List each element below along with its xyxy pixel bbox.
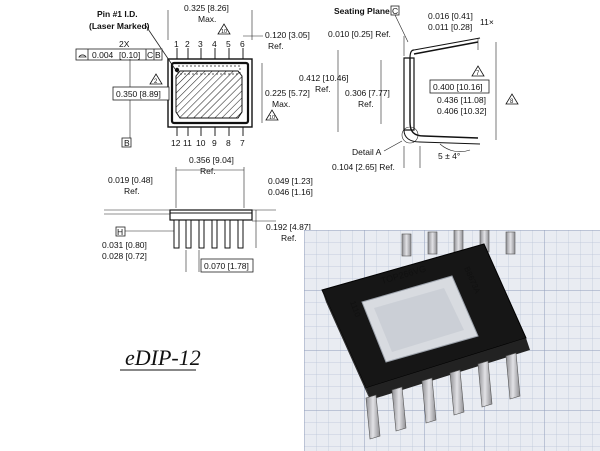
datum-h: H	[117, 227, 123, 237]
pin-number: 11	[183, 138, 192, 148]
pin1-id-label: Pin #1 I.D.	[97, 9, 138, 19]
dim-height-suffix: Ref.	[315, 84, 331, 94]
pin-number: 12	[171, 138, 181, 148]
end-dim-side2: 0.046 [1.16]	[268, 187, 313, 197]
dim-inner-suffix: Ref.	[358, 99, 374, 109]
note-triangle	[505, 93, 519, 105]
pin-number: 4	[212, 39, 217, 49]
dim-height: 0.412 [10.46]	[299, 73, 349, 83]
side-body	[403, 57, 415, 131]
dim-base: 0.104 [2.65] Ref.	[332, 162, 395, 172]
dim-lead-w2: 0.011 [0.28]	[428, 22, 472, 32]
chip-photo-svg: TOP266VG B8673A 1110	[304, 230, 600, 451]
dim-body: 0.225 [5.72]	[265, 88, 310, 98]
end-dim-side1: 0.049 [1.23]	[268, 176, 313, 186]
dim-lead-count: 11×	[480, 17, 494, 27]
die-pad	[175, 70, 243, 119]
dim-width: 0.325 [8.26]	[184, 3, 229, 13]
package-title: eDIP-12	[125, 345, 201, 370]
dim-width-suffix: Max.	[198, 14, 216, 24]
pin-number: 5	[226, 39, 231, 49]
pin-number: 9	[212, 138, 217, 148]
dim-outer1: 0.436 [11.08]	[437, 95, 486, 105]
pin-number: 7	[240, 138, 245, 148]
top-body-inner	[170, 61, 250, 125]
pin-number: 8	[226, 138, 231, 148]
top-view: 1 2 3 4 5 6 12 11 10 9 8 7 Pin #1 I.D. (…	[75, 3, 310, 148]
detail-a: Detail A	[352, 147, 382, 157]
datum-b: B	[124, 138, 130, 148]
dim-pitch-suffix: Ref.	[268, 41, 284, 51]
pin-number: 6	[240, 39, 245, 49]
end-dim-stand: 0.192 [4.87]	[266, 222, 311, 232]
note-7: 7	[476, 71, 480, 77]
seating-datum: C	[392, 6, 398, 16]
pin1-marker	[174, 67, 180, 73]
pin-number: 10	[196, 138, 206, 148]
pin-number: 1	[174, 39, 179, 49]
end-dim-width: 0.356 [9.04]	[189, 155, 234, 165]
tol-value: 0.004	[92, 50, 114, 60]
end-dim-lead-thk-suffix: Ref.	[124, 186, 140, 196]
end-dim-width-suffix: Ref.	[200, 166, 216, 176]
dim-outer2: 0.406 [10.32]	[437, 106, 487, 116]
dim-inner: 0.306 [7.77]	[345, 88, 390, 98]
end-dim-lead1: 0.031 [0.80]	[102, 240, 147, 250]
end-view: 0.356 [9.04] Ref. 0.019 [0.48] Ref. 0.04…	[102, 155, 313, 273]
note-triangle	[471, 65, 485, 77]
seating-plane: Seating Plane	[334, 6, 390, 16]
dim-offset: 0.010 [0.25] Ref.	[328, 29, 391, 39]
end-dim-lead2: 0.028 [0.72]	[102, 251, 147, 261]
pin-number: 3	[198, 39, 203, 49]
dim-span: 0.400 [10.16]	[433, 82, 483, 92]
end-dim-pitch: 0.070 [1.78]	[204, 261, 249, 271]
tol-mm: [0.10]	[119, 50, 140, 60]
note-triangle	[149, 73, 163, 85]
end-dim-stand-suffix: Ref.	[281, 233, 297, 243]
dim-body-suffix: Max.	[272, 99, 290, 109]
tol-count: 2X	[119, 39, 130, 49]
note-triangle	[265, 109, 279, 121]
dim-angle: 5 ± 4°	[438, 151, 460, 161]
dim-length: 0.350 [8.89]	[116, 89, 161, 99]
dim-lead-w1: 0.016 [0.41]	[428, 11, 473, 21]
pin-number: 2	[185, 39, 190, 49]
note-10b: 10	[269, 115, 275, 121]
note-8: 8	[510, 99, 514, 105]
pin1-id-label-2: (Laser Marked)	[89, 21, 150, 31]
chip-photo: TOP266VG B8673A 1110	[304, 230, 600, 451]
tol-datum-c: C	[147, 50, 153, 60]
side-view: Seating Plane C 0.016 [0.41] 0.011 [0.28…	[299, 5, 519, 172]
note-triangle	[217, 23, 231, 35]
dim-pitch: 0.120 [3.05]	[265, 30, 310, 40]
end-dim-lead-thk: 0.019 [0.48]	[108, 175, 153, 185]
note-2: 2	[154, 79, 158, 85]
tol-datum-b: B	[155, 50, 161, 60]
note-10a: 10	[221, 29, 227, 35]
end-body	[169, 209, 253, 221]
